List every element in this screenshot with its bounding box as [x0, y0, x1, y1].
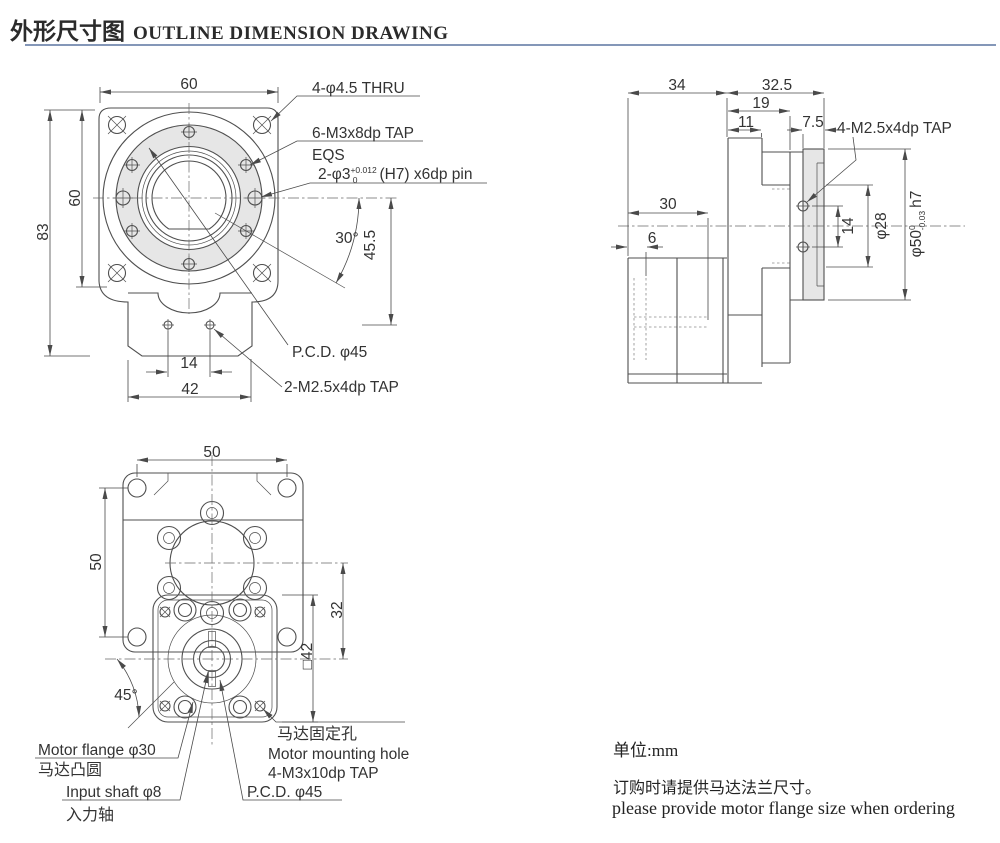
label-motor-flange-cn: 马达凸圆: [38, 761, 102, 779]
front-dimensions: 60 60 83 14 42 45.5 30°: [35, 76, 397, 402]
dim-boss-depth: 11: [738, 114, 754, 131]
label-pcd-front: P.C.D. φ45: [292, 344, 367, 361]
adapter-plate-shaded: [803, 149, 824, 300]
label-input-shaft-cn: 入力轴: [66, 806, 114, 824]
label-corner-holes: 4-φ4.5 THRU: [312, 80, 405, 97]
side-dimensions: 34 32.5 19 11 7.5 30: [611, 77, 927, 320]
dim-bolt-span-h: 50: [203, 444, 221, 461]
front-view: 60 60 83 14 42 45.5 30°: [35, 76, 487, 402]
dim-angle-30: 30°: [335, 230, 358, 247]
gearbox-square: [152, 594, 278, 723]
label-mount-cn: 马达固定孔: [277, 725, 357, 743]
title-chinese: 外形尺寸图: [10, 18, 125, 45]
label-input-shaft: Input shaft φ8: [66, 784, 161, 801]
bore-with-flat: [151, 160, 227, 230]
label-tap-holes-eqs: EQS: [312, 147, 345, 164]
dim-hole-span-side: 14: [840, 217, 857, 235]
corner-holes: [107, 115, 272, 283]
rear-labels: Motor flange φ30 马达凸圆 Input shaft φ8 入力轴…: [35, 671, 409, 824]
dim-width-top: 60: [180, 76, 198, 93]
dim-dia28: φ28: [873, 212, 890, 239]
dim-bolt-span-v: 50: [88, 553, 105, 571]
label-tap-holes: 6-M3x8dp TAP: [312, 125, 414, 142]
dim-body-len: 30: [659, 196, 677, 213]
rear-view: 50 50 32 □42 45° Motor flange φ30 马达凸圆: [35, 444, 409, 824]
rear-dimensions: 50 50 32 □42 45°: [88, 444, 346, 729]
dim-flange-depth: 19: [752, 95, 769, 112]
adapter-tap-holes: [796, 199, 810, 254]
dim-dia50: φ500-0.03h7: [907, 191, 927, 258]
dim-step: 6: [648, 230, 657, 247]
rear-plate-outline: [122, 472, 304, 653]
label-bottom-taps: 2-M2.5x4dp TAP: [284, 379, 399, 396]
label-adapter-taps: 4-M2.5x4dp TAP: [837, 120, 952, 137]
dim-hole-span: 14: [180, 355, 198, 372]
dim-height-inner: 60: [67, 189, 84, 207]
gearbox-bolt-holes: [173, 598, 252, 719]
label-motor-flange: Motor flange φ30: [38, 742, 156, 759]
label-mount-en: Motor mounting hole: [268, 746, 409, 763]
dim-angle-45: 45°: [114, 687, 137, 704]
dim-len-left: 34: [668, 77, 686, 94]
dim-len-right: 32.5: [762, 77, 792, 94]
dim-square: □42: [299, 643, 316, 670]
dim-height-overall: 83: [35, 223, 52, 240]
side-labels: 4-M2.5x4dp TAP: [806, 120, 952, 203]
label-mount-spec: 4-M3x10dp TAP: [268, 765, 379, 782]
dim-tab-width: 42: [181, 381, 198, 398]
label-pcd-rear: P.C.D. φ45: [247, 784, 322, 801]
dim-center-to-taps: 45.5: [362, 230, 379, 260]
note-order-en: please provide motor flange size when or…: [612, 798, 955, 818]
dim-plate-thick: 7.5: [802, 114, 824, 131]
dim-axis-offset: 32: [329, 601, 346, 618]
title-english: OUTLINE DIMENSION DRAWING: [133, 23, 449, 44]
page-title: 外形尺寸图 OUTLINE DIMENSION DRAWING: [10, 12, 449, 46]
note-unit: 单位:mm: [613, 741, 679, 760]
note-order-cn: 订购时请提供马达法兰尺寸。: [613, 780, 822, 797]
bottom-tap-holes: [162, 319, 216, 331]
front-bottom-dome: [128, 292, 252, 314]
side-view: 34 32.5 19 11 7.5 30: [611, 77, 965, 384]
title-rule: [25, 44, 996, 46]
